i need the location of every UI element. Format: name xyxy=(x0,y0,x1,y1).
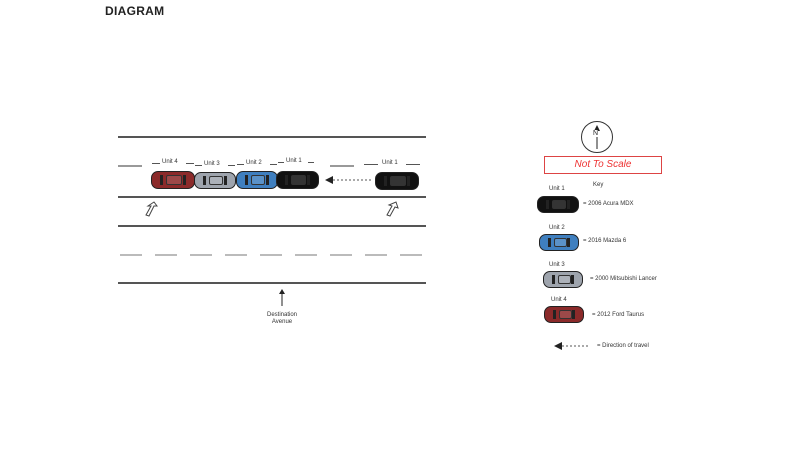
lane-dash xyxy=(155,254,177,256)
direction-of-travel-arrow-icon xyxy=(554,342,590,350)
unit-label: Unit 1 xyxy=(286,158,302,164)
lane-dash xyxy=(400,254,422,256)
key-title: Key xyxy=(593,182,604,188)
vehicle-unit-3 xyxy=(194,172,236,189)
key-vehicle-icon xyxy=(539,234,579,251)
key-unit-label: Unit 1 xyxy=(549,186,565,192)
unit-label-group: Unit 1 xyxy=(364,160,420,168)
unit-label: Unit 3 xyxy=(204,161,220,167)
unit-label-group: Unit 1 xyxy=(278,158,314,166)
key-item-text: = 2006 Acura MDX xyxy=(583,201,634,207)
lane-direction-arrow-icon xyxy=(386,201,399,217)
vehicle-unit-2 xyxy=(236,171,278,189)
key-item-text: = 2016 Mazda 6 xyxy=(583,238,627,244)
key-unit-label: Unit 3 xyxy=(549,262,565,268)
key-item-text: = 2012 Ford Taurus xyxy=(592,312,645,318)
key-unit-label: Unit 4 xyxy=(551,297,567,303)
road-edge-top xyxy=(118,136,426,138)
vehicle-unit-1-original xyxy=(375,172,419,190)
street-label-line1: Destination xyxy=(266,312,298,318)
unit-label-group: Unit 4 xyxy=(152,159,194,167)
key-item-text: = 2000 Mitsubishi Lancer xyxy=(590,276,657,282)
unit-label-group: Unit 2 xyxy=(237,160,277,168)
north-compass-icon: N xyxy=(581,121,613,153)
vehicle-unit-4 xyxy=(151,171,195,189)
key-unit-label: Unit 2 xyxy=(549,225,565,231)
unit-label-group: Unit 3 xyxy=(195,161,235,169)
vehicle-unit-1 xyxy=(276,171,319,189)
lane-dash xyxy=(330,254,352,256)
unit-label: Unit 1 xyxy=(382,160,398,166)
center-dash xyxy=(118,165,142,167)
lane-dash xyxy=(365,254,387,256)
street-pointer-arrow xyxy=(279,289,285,306)
unit-label: Unit 2 xyxy=(246,160,262,166)
median-line xyxy=(118,225,426,227)
direction-of-travel-text: = Direction of travel xyxy=(597,343,649,349)
lane-dash xyxy=(190,254,212,256)
key-vehicle-icon xyxy=(544,306,584,323)
travel-path-arrow xyxy=(325,176,371,184)
center-dash xyxy=(330,165,354,167)
compass-letter: N xyxy=(593,130,599,137)
street-label-line2: Avenue xyxy=(271,319,293,325)
unit-label: Unit 4 xyxy=(162,159,178,165)
lane-dash xyxy=(120,254,142,256)
lane-dash xyxy=(225,254,247,256)
road-edge-bottom xyxy=(118,282,426,284)
key-vehicle-icon xyxy=(537,196,579,213)
median-line xyxy=(118,196,426,198)
page-title: DIAGRAM xyxy=(105,4,165,18)
street-label: Destination Avenue xyxy=(252,312,312,326)
lane-direction-arrow-icon xyxy=(145,201,158,217)
lane-dash xyxy=(295,254,317,256)
key-vehicle-icon xyxy=(543,271,583,288)
lane-dash xyxy=(260,254,282,256)
not-to-scale-label: Not To Scale xyxy=(544,156,662,174)
